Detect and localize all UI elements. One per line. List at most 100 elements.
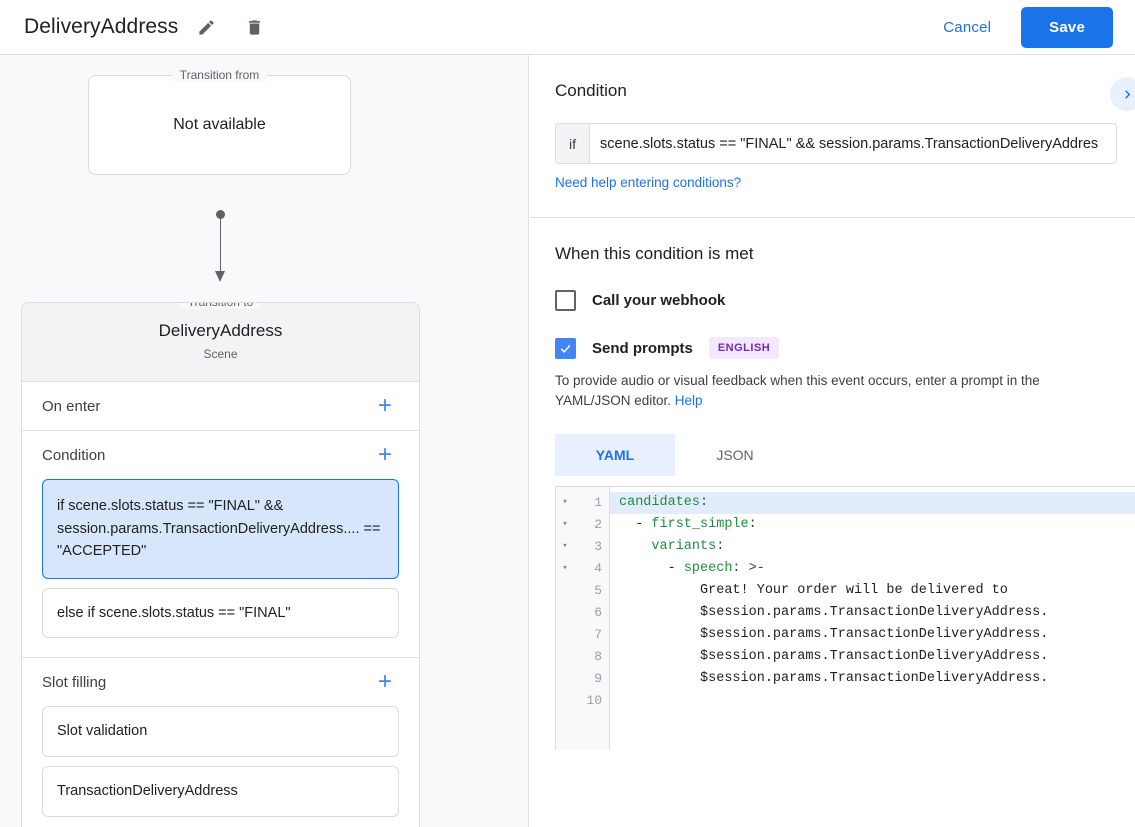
when-condition-met-block: When this condition is met Call your web… [530,218,1135,750]
prompts-description-text: To provide audio or visual feedback when… [555,373,1040,409]
yaml-punctuation: : [716,538,725,554]
scene-name: DeliveryAddress [158,321,283,340]
fold-arrow-icon[interactable]: ▾ [562,563,568,573]
editor-gutter-row: 8 [556,646,609,668]
connector-arrow-icon [215,271,225,282]
section-title: Slot filling [42,673,107,691]
check-icon [558,341,573,356]
connector-line [219,216,221,274]
yaml-key: candidates [619,494,701,510]
section-title: On enter [42,397,101,415]
section-header: Slot filling + [42,658,399,706]
scene-graph-panel: Transition from Not available Transition… [0,55,529,827]
editor-code-line: $session.params.TransactionDeliveryAddre… [619,670,1049,686]
prompts-help-link[interactable]: Help [674,393,703,409]
fold-arrow-icon[interactable]: ▾ [562,519,568,529]
send-prompts-checkbox[interactable] [555,337,576,359]
slot-item-slot-validation[interactable]: Slot validation [42,706,399,758]
editor-code-line: - first_simple: [619,516,757,532]
condition-item[interactable]: else if scene.slots.status == "FINAL" [42,587,399,639]
editor-gutter-row: ▾3 [556,536,609,558]
call-webhook-checkbox[interactable] [555,290,576,311]
add-condition-button[interactable]: + [371,441,399,469]
condition-input[interactable] [590,124,1116,163]
cancel-button[interactable]: Cancel [929,10,1005,45]
fold-arrow-icon[interactable]: ▾ [562,541,568,551]
transition-to-legend: Transition to [179,303,262,309]
tab-json[interactable]: JSON [675,434,795,476]
scene-header: DeliveryAddress Scene [22,303,419,382]
transition-from-card: Transition from Not available [88,68,351,175]
line-number: 2 [594,517,602,532]
trash-icon [245,18,264,37]
connector-dot [216,210,225,219]
delete-button[interactable] [234,7,274,47]
condition-list: if scene.slots.status == "FINAL" && sess… [42,479,399,657]
line-number: 9 [594,671,602,686]
language-badge: ENGLISH [708,337,780,359]
save-button[interactable]: Save [1021,6,1113,48]
section-header: Condition + [42,431,399,479]
expand-panel-button[interactable] [1110,77,1135,111]
editor-code-line: variants: [610,536,1135,558]
yaml-punctuation: : [700,494,709,510]
editor-gutter-row: 7 [556,624,609,646]
line-number: 7 [594,627,602,642]
chevron-right-icon [1119,86,1135,103]
yaml-key: first_simple [651,516,749,532]
condition-if-label: if [556,124,590,163]
scene-type: Scene [203,347,238,361]
editor-code-line: Great! Your order will be delivered to [619,582,1008,598]
transition-to-card: Transition to DeliveryAddress Scene On e… [21,302,420,827]
condition-item-selected[interactable]: if scene.slots.status == "FINAL" && sess… [42,479,399,579]
line-number: 10 [586,693,602,708]
condition-heading: Condition [555,81,627,100]
editor-format-tabs: YAML JSON [555,433,1117,476]
line-number: 8 [594,649,602,664]
edit-button[interactable] [186,7,226,47]
editor-code-line: candidates: [610,491,1135,514]
editor-code-line: - speech: >- [619,560,765,576]
when-met-heading: When this condition is met [555,244,754,263]
editor-gutter-row: 6 [556,602,609,624]
editor-gutter-row: ▾4 [556,558,609,580]
section-title: Condition [42,446,106,464]
send-prompts-label: Send prompts [592,339,693,357]
editor-code-area[interactable]: candidates: - first_simple: variants: - … [610,487,1135,750]
section-on-enter: On enter + [22,382,419,431]
send-prompts-row: Send prompts ENGLISH [555,337,1117,359]
condition-input-row: if [555,123,1117,164]
line-number: 5 [594,583,602,598]
line-number: 6 [594,605,602,620]
fold-arrow-icon[interactable]: ▾ [562,497,568,507]
yaml-punctuation: : [748,516,757,532]
line-number: 1 [594,495,602,510]
prompts-description: To provide audio or visual feedback when… [555,371,1115,412]
transition-from-value: Not available [173,116,266,133]
editor-gutter-row: ▾2 [556,514,609,536]
line-number: 3 [594,539,602,554]
call-webhook-label: Call your webhook [592,292,726,309]
top-bar-actions: Cancel Save [929,6,1135,48]
slot-item-transaction-delivery-address[interactable]: TransactionDeliveryAddress [42,766,399,817]
line-number: 4 [594,561,602,576]
condition-help-link[interactable]: Need help entering conditions? [555,175,742,190]
pencil-icon [197,18,216,37]
yaml-punctuation: : >- [732,560,765,576]
yaml-key: speech [683,560,733,576]
top-bar-left: DeliveryAddress [0,7,274,47]
editor-gutter-row: 5 [556,580,609,602]
tab-yaml[interactable]: YAML [555,433,675,476]
section-slot-filling: Slot filling + Slot validation Transacti… [22,658,419,827]
slot-list: Slot validation TransactionDeliveryAddre… [42,706,399,827]
transition-connector [213,210,227,288]
editor-code-line: $session.params.TransactionDeliveryAddre… [619,648,1049,664]
section-condition: Condition + if scene.slots.status == "FI… [22,431,419,659]
transition-from-legend: Transition from [171,68,268,82]
add-on-enter-button[interactable]: + [371,392,399,420]
add-slot-button[interactable]: + [371,668,399,696]
webhook-row: Call your webhook [555,290,1117,311]
